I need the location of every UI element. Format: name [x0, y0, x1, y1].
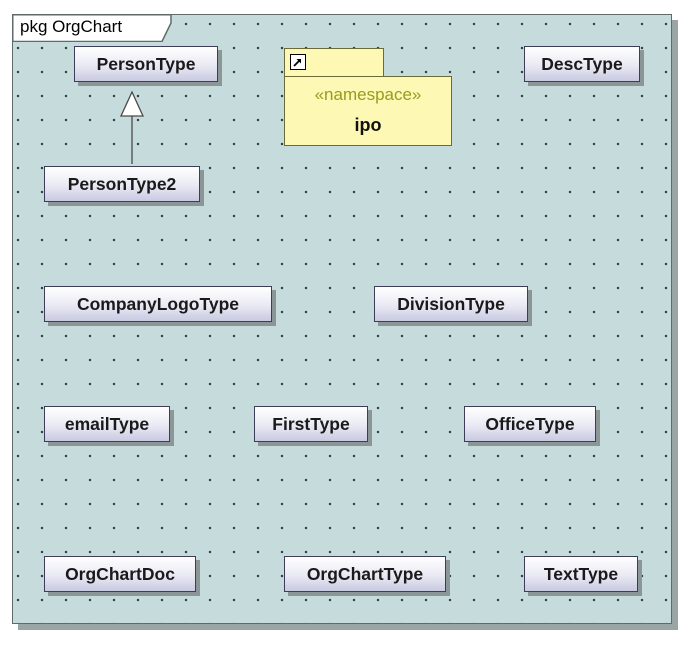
namespace-stereotype: «namespace»: [314, 85, 422, 104]
class-emailtype[interactable]: emailType: [44, 406, 170, 442]
package-tab: pkg OrgChart: [12, 14, 172, 42]
class-desctype[interactable]: DescType: [524, 46, 640, 82]
class-orgchartdoc[interactable]: OrgChartDoc: [44, 556, 196, 592]
class-divisiontype[interactable]: DivisionType: [374, 286, 528, 322]
class-texttype[interactable]: TextType: [524, 556, 638, 592]
namespace-ipo[interactable]: «namespace» ipo: [284, 48, 452, 146]
class-persontype2[interactable]: PersonType2: [44, 166, 200, 202]
class-firsttype[interactable]: FirstType: [254, 406, 368, 442]
namespace-name: ipo: [354, 115, 382, 135]
namespace-tab: [284, 48, 384, 77]
class-officetype[interactable]: OfficeType: [464, 406, 596, 442]
class-companylogotype[interactable]: CompanyLogoType: [44, 286, 272, 322]
package-label: pkg OrgChart: [20, 17, 123, 36]
class-orgcharttype[interactable]: OrgChartType: [284, 556, 446, 592]
class-persontype[interactable]: PersonType: [74, 46, 218, 82]
generalization-arrowhead-icon: [119, 90, 145, 117]
shortcut-link-icon[interactable]: [290, 54, 306, 70]
package-tab-shape: [12, 14, 172, 42]
namespace-body: «namespace» ipo: [284, 76, 452, 146]
